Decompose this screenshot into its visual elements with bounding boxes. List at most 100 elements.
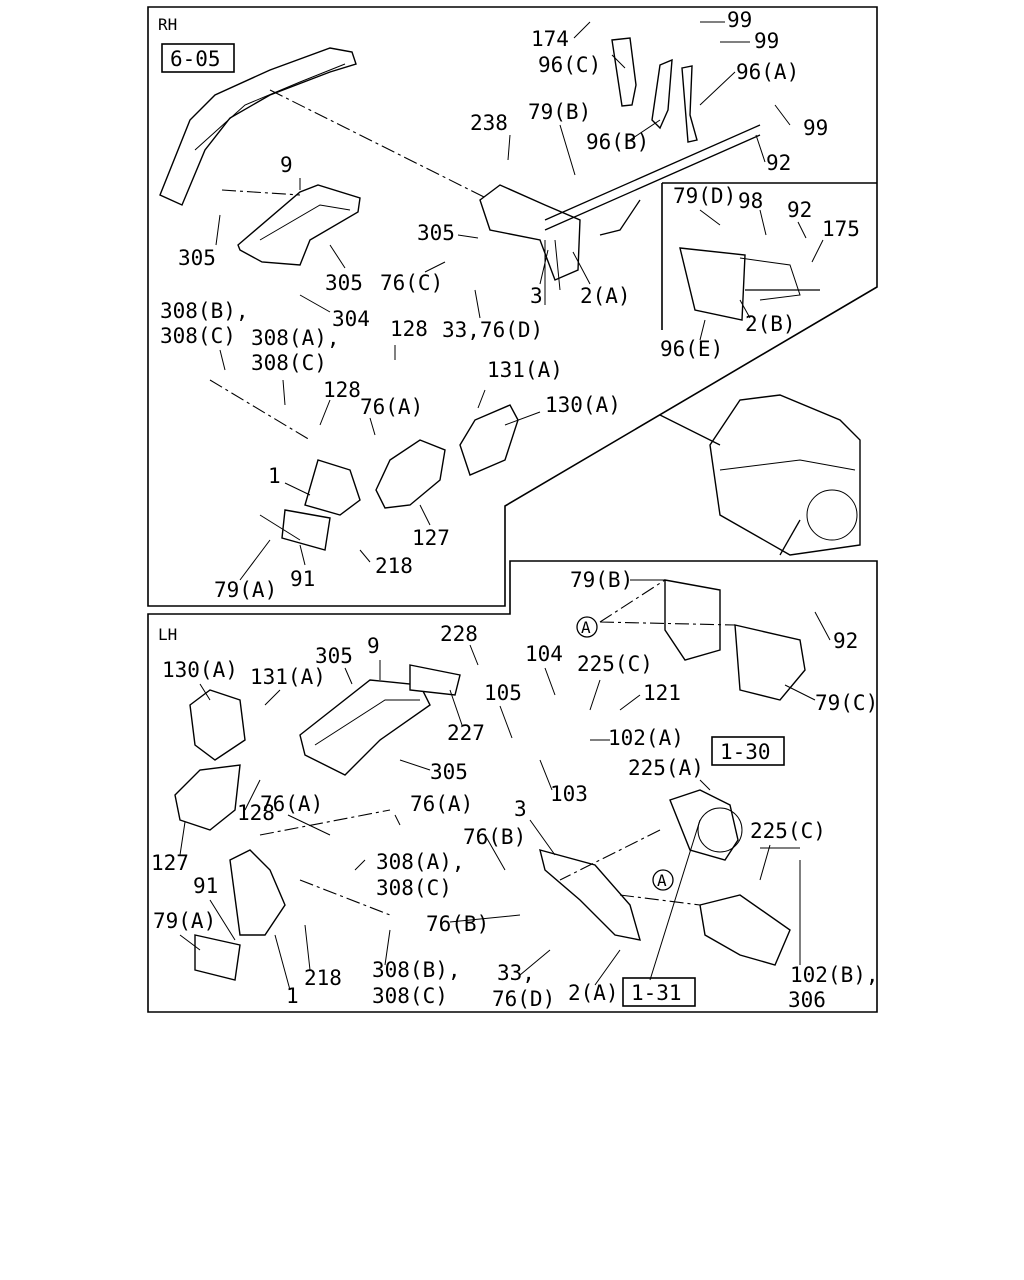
callout: 33,76(D) xyxy=(442,318,543,342)
callout: 174 xyxy=(531,27,569,51)
callout: 308(A), xyxy=(376,850,465,874)
callout: 305 xyxy=(325,271,363,295)
callout: 128 xyxy=(237,801,275,825)
rh-bracket-2a xyxy=(479,184,581,281)
callout: 79(B) xyxy=(528,100,591,124)
rh-stay-1 xyxy=(304,459,361,516)
svg-text:1-30: 1-30 xyxy=(720,740,771,764)
circle-ref-a-lower: A xyxy=(652,869,674,891)
callout: 228 xyxy=(440,622,478,646)
callout: 79(D) xyxy=(673,184,736,208)
callout: 76(A) xyxy=(360,395,423,419)
rh-callouts: 174 99 99 96(C) 96(A) 99 238 79(B) 96(B)… xyxy=(160,8,860,602)
callout: 130(A) xyxy=(545,393,621,417)
svg-text:6-05: 6-05 xyxy=(170,47,221,71)
callout: 308(B), xyxy=(160,299,249,323)
callout: 92 xyxy=(766,151,791,175)
callout: 76(D) xyxy=(492,987,555,1011)
lh-drawing xyxy=(174,579,806,981)
callout: 175 xyxy=(822,217,860,241)
callout: 76(C) xyxy=(380,271,443,295)
ref-box-1-30[interactable]: 1-30 xyxy=(711,736,785,766)
callout: 308(C) xyxy=(372,984,448,1008)
ref-box-1-31[interactable]: 1-31 xyxy=(622,977,696,1007)
lh-plate-227 xyxy=(409,664,461,696)
callout: 96(C) xyxy=(538,53,601,77)
callout: 92 xyxy=(787,198,812,222)
callout: 9 xyxy=(367,634,380,658)
callout: 225(C) xyxy=(577,652,653,676)
callout: 306 xyxy=(788,988,826,1012)
callout: 33, xyxy=(497,961,535,985)
callout: 76(B) xyxy=(426,912,489,936)
callout: 218 xyxy=(304,966,342,990)
callout: 308(C) xyxy=(251,351,327,375)
lh-stay-1 xyxy=(229,849,286,936)
callout: 305 xyxy=(430,760,468,784)
rh-mirror-bracket-96e xyxy=(679,247,746,321)
callout: 308(B), xyxy=(372,958,461,982)
svg-text:A: A xyxy=(657,871,667,890)
callout: 130(A) xyxy=(162,658,238,682)
svg-text:A: A xyxy=(581,618,591,637)
lh-section-tag: LH xyxy=(158,625,177,644)
lh-plate-91 xyxy=(194,934,241,981)
callout: 127 xyxy=(412,526,450,550)
ref-box-6-05[interactable]: 6-05 xyxy=(161,43,235,73)
callout: 9 xyxy=(280,153,293,177)
callout: 102(A) xyxy=(608,726,684,750)
callout: 2(A) xyxy=(580,284,631,308)
callout: 104 xyxy=(525,642,563,666)
callout: 92 xyxy=(833,629,858,653)
callout: 128 xyxy=(323,378,361,402)
callout: 1 xyxy=(286,984,299,1008)
callout: 131(A) xyxy=(250,665,326,689)
callout: 308(A), xyxy=(251,326,340,350)
lh-mudguard-130a xyxy=(189,689,246,761)
callout: 225(A) xyxy=(628,756,704,780)
callout: 1 xyxy=(268,464,281,488)
callout: 99 xyxy=(803,116,828,140)
callout: 3 xyxy=(514,797,527,821)
rh-frame xyxy=(147,6,878,607)
callout: 96(A) xyxy=(736,60,799,84)
cab-illustration xyxy=(709,394,861,556)
callout: 91 xyxy=(290,567,315,591)
lh-leaders xyxy=(179,579,831,991)
lh-stay-79b xyxy=(664,579,721,661)
callout: 103 xyxy=(550,782,588,806)
callout: 225(C) xyxy=(750,819,826,843)
rh-plate-91 xyxy=(281,509,331,551)
callout: 305 xyxy=(178,246,216,270)
callout: 76(B) xyxy=(463,825,526,849)
callout: 102(B), xyxy=(790,963,879,987)
callout: 96(E) xyxy=(660,337,723,361)
callout: 305 xyxy=(315,644,353,668)
rh-mudguard-127 xyxy=(375,439,446,509)
circle-ref-a-upper: A xyxy=(576,616,598,638)
callout: 2(B) xyxy=(745,312,796,336)
rh-step-9 xyxy=(237,184,361,266)
callout: 99 xyxy=(754,29,779,53)
callout: 79(A) xyxy=(153,909,216,933)
callout: 308(C) xyxy=(160,324,236,348)
rh-section-tag: RH xyxy=(158,15,177,34)
callout: 98 xyxy=(738,189,763,213)
callout: 304 xyxy=(332,307,370,331)
lh-callouts: 79(B) 92 79(C) 130(A) 131(A) 305 9 228 1… xyxy=(151,568,879,1012)
callout: 121 xyxy=(643,681,681,705)
callout: 218 xyxy=(375,554,413,578)
lh-mudguard-127 xyxy=(174,764,241,831)
callout: 91 xyxy=(193,874,218,898)
svg-text:1-31: 1-31 xyxy=(631,981,682,1005)
callout: 99 xyxy=(727,8,752,32)
lh-step-9 xyxy=(299,679,431,776)
callout: 238 xyxy=(470,111,508,135)
rh-mudguard-130a xyxy=(459,404,519,476)
callout: 131(A) xyxy=(487,358,563,382)
rh-leaders xyxy=(215,21,824,581)
callout: 79(B) xyxy=(570,568,633,592)
callout: 76(A) xyxy=(260,792,323,816)
callout: 128 xyxy=(390,317,428,341)
